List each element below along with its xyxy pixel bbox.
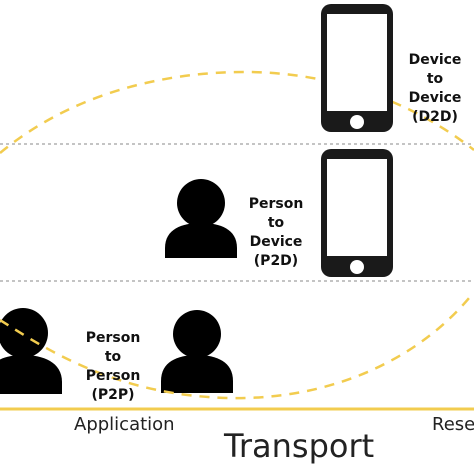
d2d-label: Device to Device (D2D)	[408, 52, 462, 125]
loop-arc-upper	[0, 70, 474, 154]
axis-label-application: Application	[74, 414, 175, 435]
person-icon	[0, 308, 62, 394]
p2d-label: Person to Device (P2D)	[248, 196, 304, 269]
person-icon	[165, 179, 237, 258]
axis-label-right: Rese	[432, 414, 474, 435]
smartphone-icon	[321, 149, 393, 277]
loop-arc-lower	[0, 291, 474, 400]
smartphone-icon	[321, 4, 393, 132]
axis-label-transport: Transport	[224, 427, 375, 465]
p2p-label: Person to Person (P2P)	[85, 330, 141, 403]
person-icon	[161, 310, 233, 393]
